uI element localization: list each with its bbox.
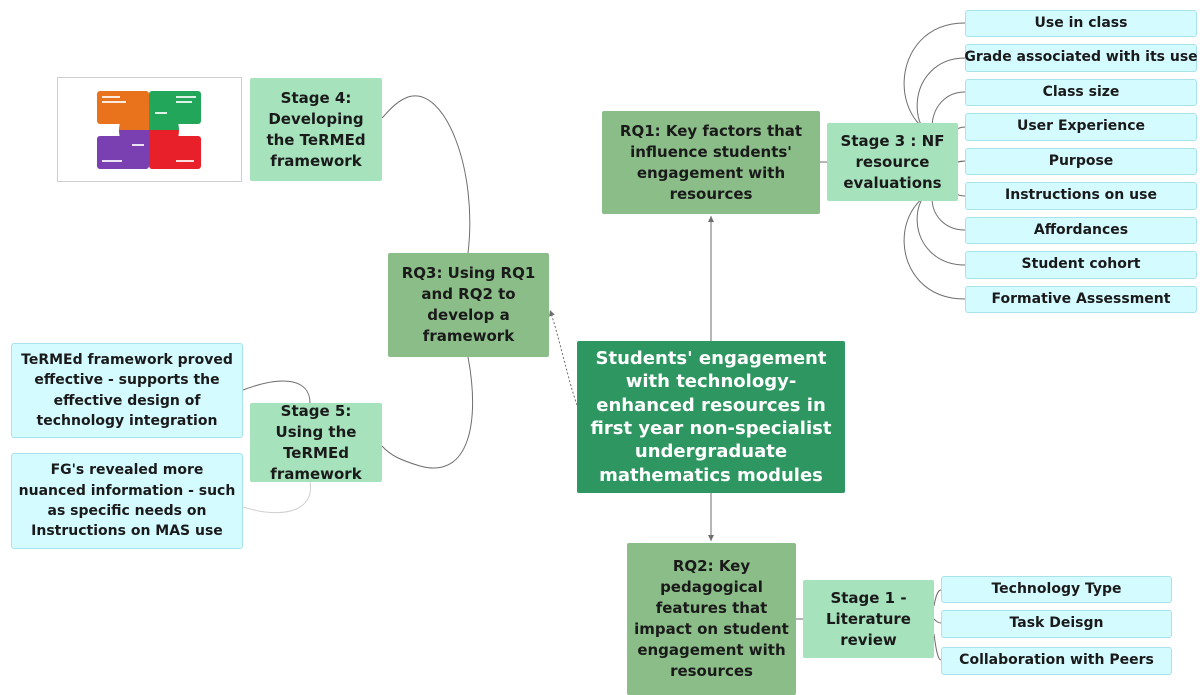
rq1-text: RQ1: Key factors that influence students… [619,121,803,203]
connector-stage1-item [933,633,942,661]
thumb-label-mark [155,112,167,114]
thumb-label-mark [176,96,196,98]
stage3-item-label: Formative Assessment [991,290,1171,307]
rq3-node[interactable]: RQ3: Using RQ1 and RQ2 to develop a fram… [388,253,549,357]
stage3-item-label: User Experience [1016,118,1146,135]
central-topic-text: Students' engagement with technology-enh… [590,347,832,486]
connector-rq3-stage5 [381,356,474,469]
thumb-label-mark [102,160,122,162]
stage3-item-class-size[interactable]: Class size [965,79,1197,106]
stage3-item-user-experience[interactable]: User Experience [965,113,1197,141]
stage1-item-collaboration[interactable]: Collaboration with Peers [941,647,1172,675]
connector-stage1-item [933,589,942,607]
stage3-item-label: Grade associated with its use [964,49,1198,66]
thumb-center-tl [119,100,149,130]
stage3-item-label: Use in class [1034,14,1128,31]
stage1-item-label: Task Deisgn [1009,615,1104,632]
connector-stage1-item [933,618,942,624]
connector-stage3-item [956,160,966,164]
stage5-title: Stage 5: Using the TeRMEd framework [270,401,362,483]
connector-central-rq3 [549,309,578,406]
stage5-finding-text: FG's revealed more nuanced information -… [18,462,236,540]
stage1-item-technology-type[interactable]: Technology Type [941,576,1172,603]
rq1-node[interactable]: RQ1: Key factors that influence students… [602,111,820,214]
stage3-item-label: Purpose [1048,152,1114,169]
stage1-item-label: Collaboration with Peers [959,652,1154,669]
stage3-item-label: Instructions on use [1005,187,1157,204]
stage1-item-label: Technology Type [991,580,1122,597]
central-topic[interactable]: Students' engagement with technology-enh… [577,341,845,493]
stage5-finding-text: TeRMEd framework proved effective - supp… [21,351,233,429]
stage5-node[interactable]: Stage 5: Using the TeRMEd framework [250,401,382,483]
thumb-label-mark [102,101,126,103]
stage3-item-label: Class size [1042,83,1120,100]
framework-thumbnail [57,77,242,182]
thumb-label-mark [176,101,192,103]
connector-stage3-item [903,185,966,300]
stage4-title: Stage 4: Developing the TeRMEd framework [266,88,366,170]
thumb-label-mark [132,144,144,146]
thumb-center-br [149,130,179,160]
stage1-item-task-design[interactable]: Task Deisgn [941,610,1172,638]
rq2-text: RQ2: Key pedagogical features that impac… [634,557,789,680]
stage3-item-instructions[interactable]: Instructions on use [965,182,1197,210]
stage3-item-label: Affordances [1033,221,1129,238]
stage3-item-purpose[interactable]: Purpose [965,148,1197,175]
thumb-label-mark [102,96,120,98]
stage1-node[interactable]: Stage 1 - Literature review [803,580,934,658]
connector-stage5-finding-2 [242,481,312,514]
stage3-item-student-cohort[interactable]: Student cohort [965,251,1197,279]
stage3-item-formative-assessment[interactable]: Formative Assessment [965,286,1197,313]
stage3-item-use-in-class[interactable]: Use in class [965,10,1197,37]
stage1-title: Stage 1 - Literature review [826,588,911,649]
rq3-text: RQ3: Using RQ1 and RQ2 to develop a fram… [401,264,536,345]
stage3-node[interactable]: Stage 3 : NF resource evaluations [827,123,958,201]
stage3-item-label: Student cohort [1021,256,1141,273]
stage3-item-grade[interactable]: Grade associated with its use [964,44,1198,72]
thumb-center-tr [149,100,179,130]
rq2-node[interactable]: RQ2: Key pedagogical features that impac… [627,543,796,695]
stage4-node[interactable]: Stage 4: Developing the TeRMEd framework [250,78,382,181]
stage3-title: Stage 3 : NF resource evaluations [840,131,945,192]
thumb-label-mark [176,160,194,162]
stage3-item-affordances[interactable]: Affordances [965,217,1197,244]
connector-stage5-finding-1 [242,380,311,404]
stage5-finding-nuanced[interactable]: FG's revealed more nuanced information -… [11,453,243,549]
stage5-finding-effective[interactable]: TeRMEd framework proved effective - supp… [11,343,243,438]
connector-rq3-stage4 [381,95,471,254]
